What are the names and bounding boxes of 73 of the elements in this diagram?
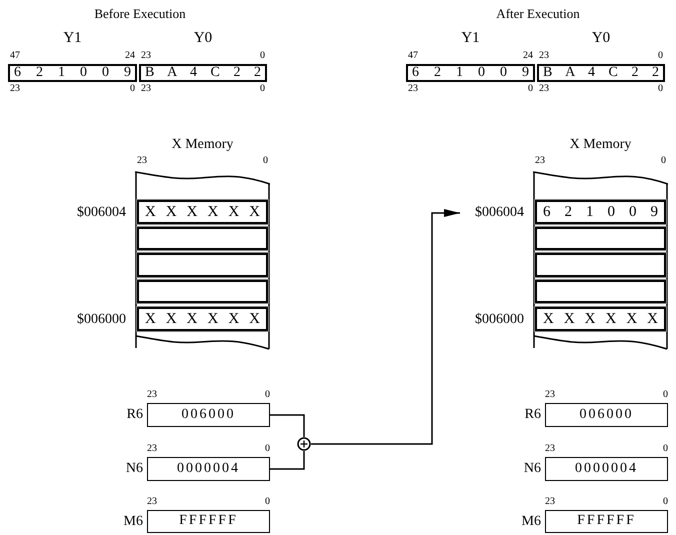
bit-number: 23 [137,155,147,167]
bit-number: 23 [545,496,555,508]
memory-title: X Memory [170,137,234,153]
register-name: N6 [124,461,143,477]
memory-address: $006000 [460,309,524,331]
memory-address: $006000 [62,309,126,331]
bit-number: 23 [408,83,418,95]
bit-number: 47 [408,50,418,62]
bit-number: 0 [130,83,135,95]
bit-number: 23 [147,443,157,455]
connector-line [270,414,305,437]
bit-number: 23 [147,389,157,401]
bit-number: 0 [661,155,666,167]
register-name: Y0 [590,30,612,46]
bit-number: 0 [663,389,668,401]
bit-number: 0 [263,155,268,167]
register-name: R6 [524,407,541,423]
memory-address: $006004 [460,202,524,224]
register-box: B A 4 C 2 2 [139,64,267,82]
register-box: 6 2 1 0 0 9 [406,64,535,82]
register-box: 0000004 [545,457,668,481]
register-name: Y0 [192,30,214,46]
register-name: R6 [126,407,143,423]
bit-number: 23 [10,83,20,95]
connector-line [270,451,305,470]
bit-number: 23 [539,50,549,62]
register-name: N6 [522,461,541,477]
bit-number: 23 [141,50,151,62]
memory-cell: X X X X X X [535,307,666,331]
section-heading: Before Execution [94,6,186,22]
memory-cell [137,253,268,277]
register-name: M6 [122,514,143,530]
register-name: Y1 [460,30,481,46]
register-box: 006000 [147,403,270,427]
bit-number: 47 [10,50,20,62]
register-box: 0000004 [147,457,270,481]
bit-number: 0 [265,389,270,401]
memory-cell [137,227,268,250]
bit-number: 23 [545,443,555,455]
bit-number: 23 [539,83,549,95]
bit-number: 0 [658,83,663,95]
bit-number: 0 [658,50,663,62]
section-heading: After Execution [496,6,580,22]
bit-number: 0 [663,443,668,455]
bit-number: 23 [545,389,555,401]
memory-cell [535,227,666,250]
bit-number: 23 [141,83,151,95]
register-box: B A 4 C 2 2 [537,64,665,82]
register-box: 6 2 1 0 0 9 [8,64,137,82]
bit-number: 0 [663,496,668,508]
memory-cell: X X X X X X [137,307,268,331]
memory-cell [535,280,666,303]
bit-number: 23 [535,155,545,167]
bit-number: 0 [260,50,265,62]
register-box: FFFFFF [545,510,668,533]
arrow [311,209,460,445]
memory-cell: 6 2 1 0 0 9 [535,200,666,224]
register-name: M6 [520,514,541,530]
memory-cell [137,280,268,303]
memory-title: X Memory [568,137,632,153]
memory-cell: X X X X X X [137,200,268,224]
register-name: Y1 [62,30,83,46]
bit-number: 24 [523,50,533,62]
bit-number: 0 [528,83,533,95]
memory-cell [535,253,666,277]
bit-number: 0 [265,496,270,508]
register-box: FFFFFF [147,510,270,533]
bit-number: 0 [260,83,265,95]
bit-number: 23 [147,496,157,508]
memory-address: $006004 [62,202,126,224]
bit-number: 0 [265,443,270,455]
register-box: 006000 [545,403,668,427]
bit-number: 24 [125,50,135,62]
